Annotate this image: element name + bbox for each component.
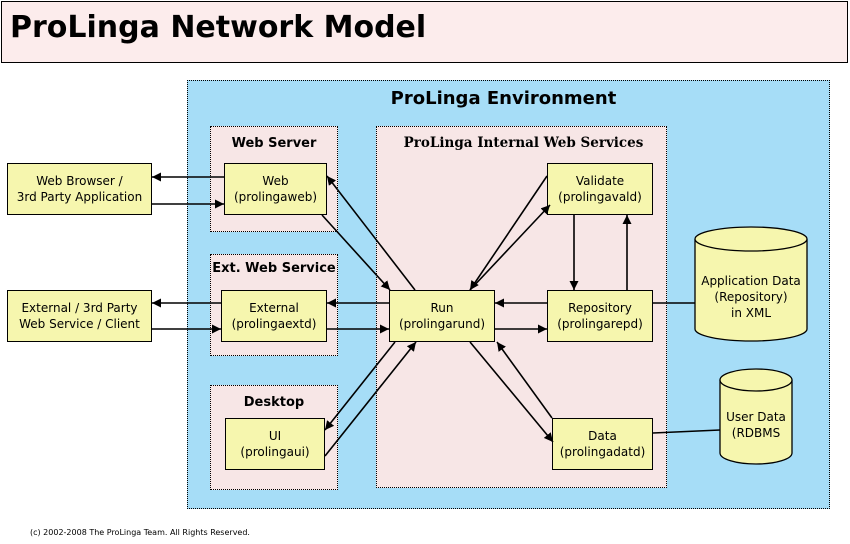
page-title: ProLinga Network Model xyxy=(10,10,427,45)
environment-title: ProLinga Environment xyxy=(390,88,617,109)
web-server-title: Web Server xyxy=(231,136,317,151)
node-label: UI xyxy=(268,429,282,443)
desktop-title: Desktop xyxy=(243,395,305,410)
node-label: External xyxy=(249,301,299,315)
node-label: (prolingaui) xyxy=(240,445,310,459)
db-label-line: Application Data xyxy=(701,274,801,288)
node-label: Repository xyxy=(568,301,632,315)
ui-node: UI (prolingaui) xyxy=(225,418,325,470)
db-label-line: User Data xyxy=(726,410,786,424)
node-label: Validate xyxy=(575,174,625,188)
arrow-validate-to-run xyxy=(469,175,548,291)
arrow-run-to-validate xyxy=(469,204,551,291)
web-browser-node: Web Browser / 3rd Party Application xyxy=(7,163,152,215)
node-label: (prolingaweb) xyxy=(233,190,318,204)
line-data-to-userdata xyxy=(652,429,721,434)
db-label-line: (Repository) xyxy=(714,290,788,304)
ext-web-service-title: Ext. Web Service xyxy=(212,261,336,276)
node-label: (prolingarepd) xyxy=(557,317,643,331)
title-bar xyxy=(1,1,848,63)
external-node: External (prolingaextd) xyxy=(221,290,327,342)
web-node: Web (prolingaweb) xyxy=(224,163,327,215)
node-label: Web xyxy=(262,174,289,188)
node-label: (prolingarund) xyxy=(399,317,485,331)
run-node: Run (prolingarund) xyxy=(389,290,495,342)
arrow-web-to-run xyxy=(321,214,391,291)
db-label-line: (RDBMS xyxy=(731,426,781,440)
repository-node: Repository (prolingarepd) xyxy=(547,290,653,342)
validate-node: Validate (prolingavald) xyxy=(547,163,653,215)
arrow-run-to-web xyxy=(326,175,416,291)
node-label: External / 3rd Party xyxy=(21,301,138,315)
data-node: Data (prolingadatd) xyxy=(552,418,653,470)
node-label: Run xyxy=(430,301,454,315)
node-label: (prolingavald) xyxy=(558,190,642,204)
node-label: 3rd Party Application xyxy=(16,190,143,204)
arrow-ui-to-run xyxy=(324,341,417,457)
node-label: Web Browser / xyxy=(36,174,123,188)
node-label: (prolingadatd) xyxy=(559,445,646,459)
node-label: Data xyxy=(588,429,617,443)
db-label-line: in XML xyxy=(730,306,771,320)
user-data-label: User Data (RDBMS xyxy=(720,409,792,441)
copyright-text: (c) 2002-2008 The ProLinga Team. All Rig… xyxy=(30,528,250,537)
user-data-database-icon xyxy=(719,368,793,465)
application-data-database-icon xyxy=(694,226,808,342)
arrow-run-to-data xyxy=(469,341,554,443)
arrow-run-to-ui xyxy=(324,341,396,431)
internal-services-title: ProLinga Internal Web Services xyxy=(403,135,644,151)
arrow-data-to-run xyxy=(496,341,553,419)
node-label: Web Service / Client xyxy=(19,317,140,331)
application-data-label: Application Data (Repository) in XML xyxy=(695,273,807,321)
node-label: (prolingaextd) xyxy=(231,317,317,331)
